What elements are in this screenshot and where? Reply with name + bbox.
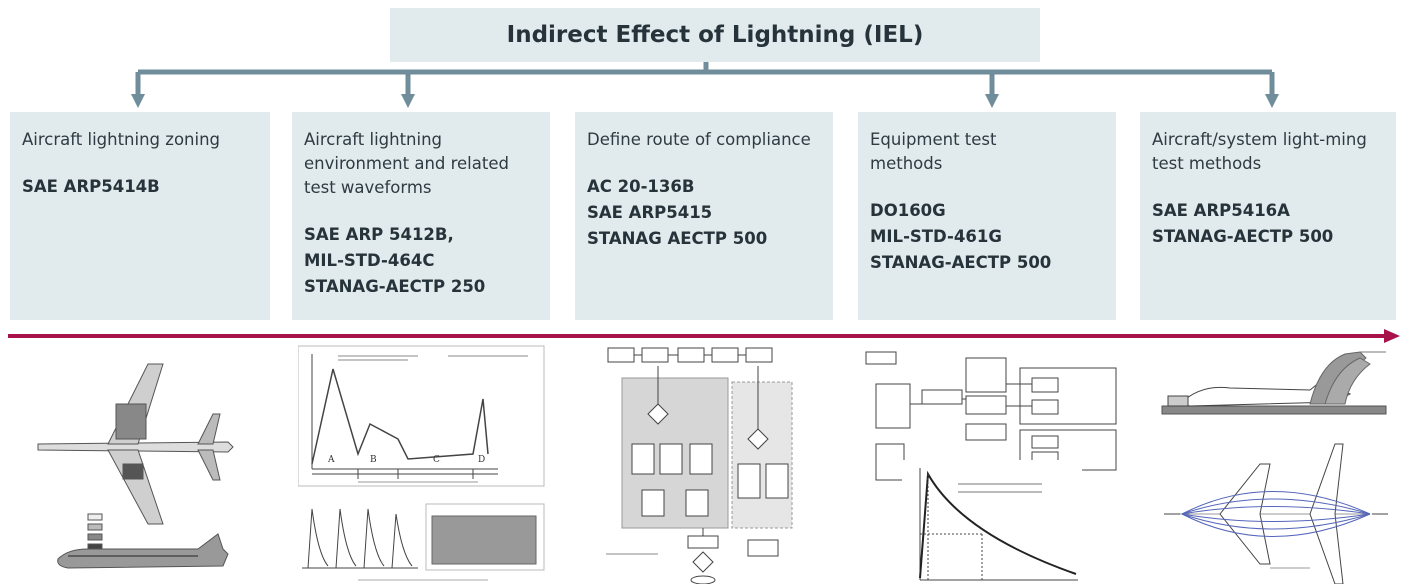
standard-line: AC 20-136B [587,177,695,196]
card-standards: SAE ARP5416A STANAG-AECTP 500 [1152,198,1384,250]
waveform-chart-icon: A B C D [298,344,546,584]
arrow-5 [1265,94,1279,108]
diagram-title: Indirect Effect of Lightning (IEL) [390,8,1040,62]
card-description: Equipment test methods [870,130,997,173]
aircraft-test-rig-icon [1160,344,1396,584]
card-aircraft-system-test-methods: Aircraft/system light-ming test methods … [1140,112,1396,320]
standard-line: MIL-STD-461G [870,227,1002,246]
card-standards: AC 20-136B SAE ARP5415 STANAG AECTP 500 [587,174,821,252]
card-description: Aircraft lightning environment and relat… [304,130,509,197]
card-route-of-compliance: Define route of compliance AC 20-136B SA… [575,112,833,320]
svg-text:B: B [370,455,377,465]
svg-text:D: D [478,455,485,465]
svg-text:A: A [327,455,335,465]
standard-line: SAE ARP5414B [22,177,160,196]
card-description: Aircraft lightning zoning [22,130,221,149]
compliance-flowchart-icon [598,344,812,584]
standard-line: STANAG-AECTP 500 [870,253,1052,272]
svg-text:C: C [433,455,440,465]
timeline-arrow-head [1384,329,1400,343]
card-equipment-test-methods: Equipment test methods DO160G MIL-STD-46… [858,112,1116,320]
card-aircraft-zoning: Aircraft lightning zoning SAE ARP5414B [10,112,270,320]
card-description: Aircraft/system light-ming test methods [1152,130,1367,173]
arrow-4 [985,94,999,108]
card-standards: SAE ARP 5412B, MIL-STD-464C STANAG-AECTP… [304,222,538,300]
standard-line: STANAG-AECTP 500 [1152,227,1334,246]
aircraft-zoning-drawing-icon [28,344,250,584]
card-standards: DO160G MIL-STD-461G STANAG-AECTP 500 [870,198,1104,276]
standard-line: STANAG AECTP 500 [587,229,768,248]
standard-line: SAE ARP5416A [1152,201,1290,220]
card-description: Define route of compliance [587,130,811,149]
card-standards: SAE ARP5414B [22,174,258,200]
arrow-1 [131,94,145,108]
standard-line: SAE ARP 5412B, [304,225,454,244]
standard-line: DO160G [870,201,946,220]
standard-line: MIL-STD-464C [304,251,435,270]
card-lightning-environment: Aircraft lightning environment and relat… [292,112,550,320]
standard-line: STANAG-AECTP 250 [304,277,486,296]
test-setup-diagram-icon [862,344,1124,584]
standard-line: SAE ARP5415 [587,203,713,222]
arrow-2 [401,94,415,108]
